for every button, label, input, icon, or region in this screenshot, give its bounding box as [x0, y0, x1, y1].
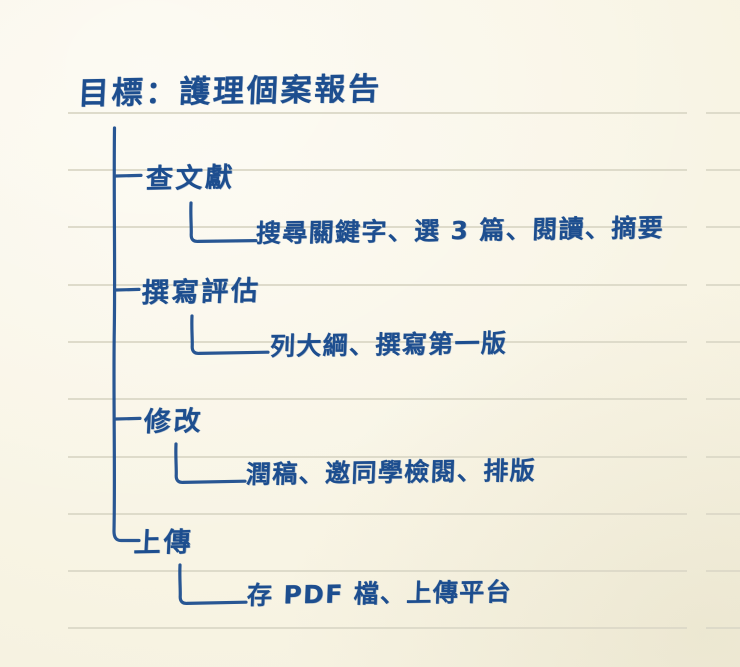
branch-detail-3: 潤稿、邀同學檢閱、排版 — [245, 455, 537, 490]
rule-line — [68, 627, 687, 629]
subbranch-elbow-4 — [178, 563, 248, 606]
rule-line-edge — [706, 398, 740, 400]
rule-line — [68, 513, 687, 515]
subbranch-elbow-1 — [189, 201, 258, 244]
branch-detail-4: 存 PDF 檔、上傳平台 — [246, 577, 513, 611]
branch-label-4: 上傳 — [133, 526, 195, 560]
rule-line-edge — [706, 513, 740, 515]
branch-tick-3 — [114, 416, 142, 421]
note-title: 目標：護理個案報告 — [77, 71, 383, 113]
branch-label-1: 查文獻 — [145, 162, 236, 196]
rule-line-edge — [706, 627, 740, 629]
rule-line-edge — [706, 284, 740, 286]
branch-tick-1 — [114, 173, 143, 178]
branch-label-3: 修改 — [143, 405, 205, 439]
tree-trunk-spine — [112, 126, 141, 543]
rule-line-edge — [706, 570, 740, 572]
branch-tick-2 — [114, 287, 141, 292]
rule-line-edge — [706, 169, 740, 171]
branch-detail-2: 列大綱、撰寫第一版 — [269, 328, 508, 362]
rule-line — [68, 112, 687, 114]
subbranch-elbow-3 — [174, 442, 247, 485]
rule-line-edge — [706, 112, 740, 114]
branch-detail-1: 搜尋關鍵字、選 3 篇、閱讀、摘要 — [255, 213, 665, 249]
branch-label-2: 撰寫評估 — [141, 275, 262, 310]
rule-line-edge — [706, 226, 740, 228]
subbranch-elbow-2 — [190, 314, 270, 356]
rule-line-edge — [706, 341, 740, 343]
rule-line — [68, 570, 687, 572]
rule-line-edge — [706, 456, 740, 458]
